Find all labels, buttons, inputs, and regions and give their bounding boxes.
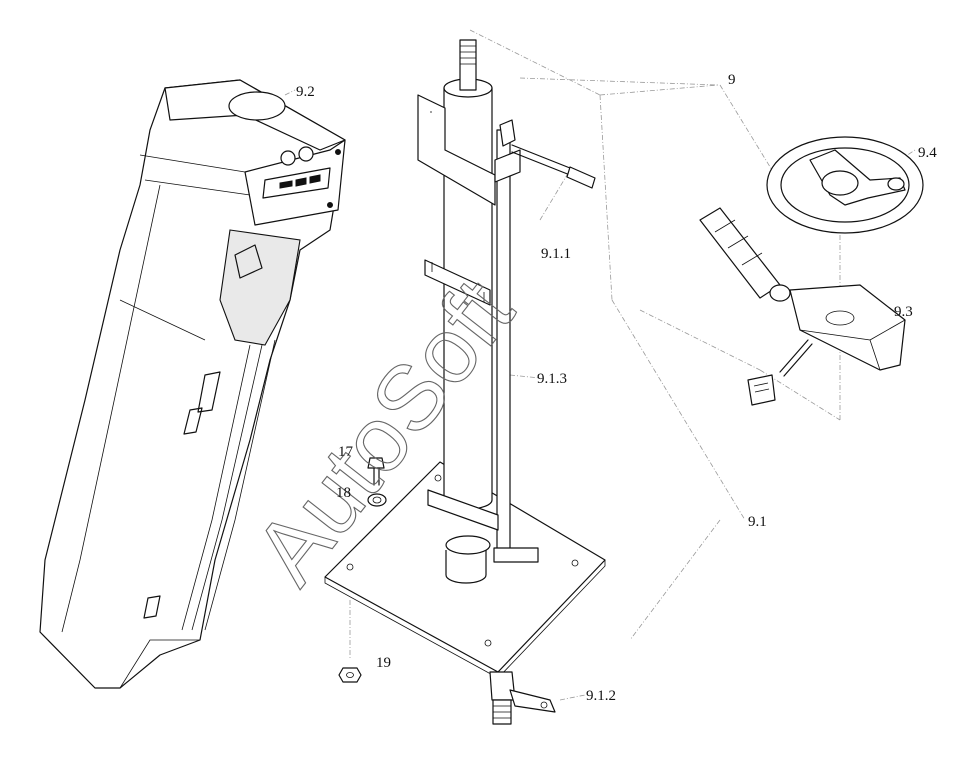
console-housing-part xyxy=(39,79,346,689)
bolt-17-shank xyxy=(373,467,380,486)
callout-9-1-2: 9.1.2 xyxy=(586,688,616,704)
callout-9-4: 9.4 xyxy=(918,145,937,161)
callout-9-1: 9.1 xyxy=(748,514,767,530)
bolt-17-head xyxy=(367,457,385,469)
callout-9-1-3: 9.1.3 xyxy=(537,371,567,387)
callout-9-2: 9.2 xyxy=(296,84,315,100)
steering-wheel-part xyxy=(766,136,924,234)
callout-9-3: 9.3 xyxy=(894,304,913,320)
leader-lines xyxy=(284,29,916,701)
callout-18: 18 xyxy=(336,485,351,501)
callout-19: 19 xyxy=(376,655,391,671)
fasteners xyxy=(338,457,387,683)
nut-19 xyxy=(338,667,362,683)
steering-column-stand-part xyxy=(324,39,606,725)
callout-17: 17 xyxy=(338,444,354,460)
combination-switch-part xyxy=(699,207,906,406)
washer-18 xyxy=(367,493,387,507)
callout-9: 9 xyxy=(728,72,736,88)
callout-9-1-1: 9.1.1 xyxy=(541,246,571,262)
